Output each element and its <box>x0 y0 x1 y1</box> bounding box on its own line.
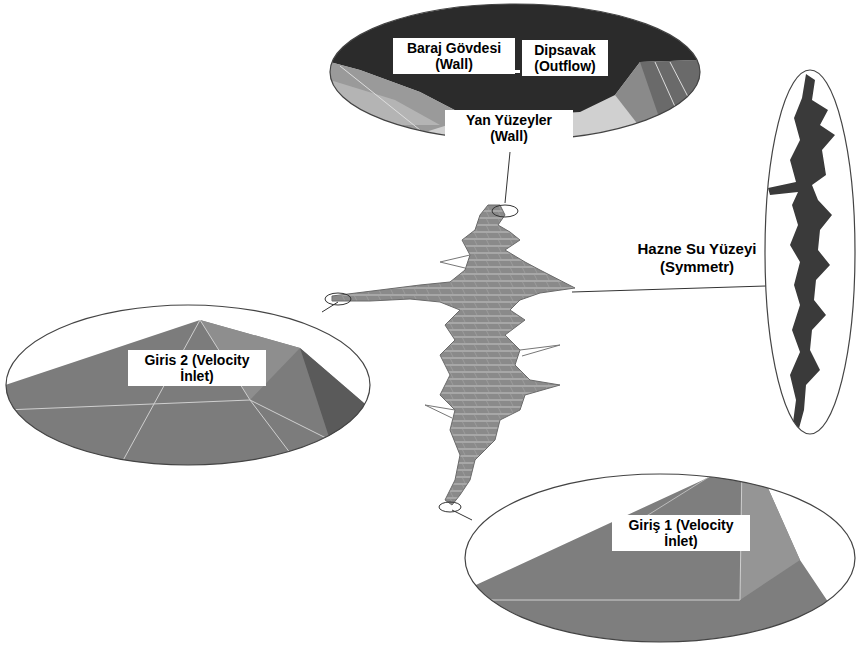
surface-label: Hazne Su Yüzeyi (Symmetr) <box>626 240 768 276</box>
inlet-label: Giriş 1 (Velocity İnlet) <box>612 515 750 551</box>
mesh-edge <box>440 255 470 268</box>
inlet-detail <box>5 304 372 466</box>
detail-ellipse <box>465 474 855 642</box>
wall-label: Baraj Gövdesi (Wall) <box>393 38 515 74</box>
detail-marker <box>325 293 351 305</box>
detail-marker <box>492 205 518 217</box>
mesh-edge <box>520 345 560 356</box>
inlet-detail <box>465 462 857 644</box>
label-text: Baraj Gövdesi (Wall) <box>397 40 511 72</box>
reservoir-mesh <box>332 205 575 505</box>
inlet-label: Giris 2 (Velocity İnlet) <box>128 350 266 386</box>
label-text: Giriş 1 (Velocity İnlet) <box>616 517 746 549</box>
surface-label: Hazne Su Yüzeyi (Symmetr) <box>626 240 768 276</box>
outflow-label: Dipsavak (Outflow) <box>522 40 608 76</box>
leader-line <box>572 286 766 292</box>
label-text: Yan Yüzeyler (Wall) <box>449 112 569 144</box>
dam-detail <box>330 4 700 144</box>
detail-marker <box>439 502 461 512</box>
leader-line <box>505 152 510 203</box>
surface-detail <box>760 68 857 438</box>
label-text: Giris 2 (Velocity İnlet) <box>132 352 262 384</box>
detail-ellipse <box>765 70 855 434</box>
mesh-edge <box>425 405 455 418</box>
detail-ellipse <box>6 305 370 465</box>
label-text: Dipsavak (Outflow) <box>526 42 604 74</box>
wall-label: Yan Yüzeyler (Wall) <box>445 110 573 146</box>
